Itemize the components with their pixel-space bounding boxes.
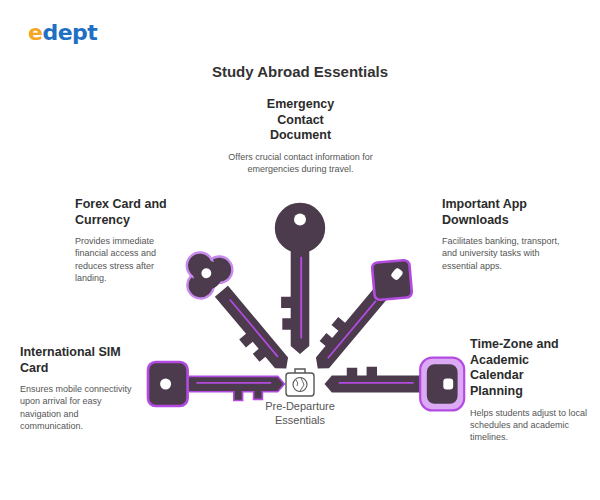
key-bow xyxy=(276,204,324,252)
item-heading: Emergency Contact Document xyxy=(257,97,345,144)
suitcase-icon xyxy=(286,369,314,396)
key-hole xyxy=(199,266,213,280)
item-description: Provides immediate financial access and … xyxy=(75,235,183,284)
suitcase-body xyxy=(286,373,314,396)
suitcase-handle xyxy=(295,369,305,373)
key-icon xyxy=(148,362,284,406)
key-groove xyxy=(339,382,414,384)
key-shaft xyxy=(209,287,291,378)
diagram-title: Study Abroad Essentials xyxy=(0,63,600,80)
key-icon xyxy=(298,243,429,385)
key-shaft xyxy=(282,245,308,353)
item-heading: International SIM Card xyxy=(20,345,145,376)
essential-item: International SIM CardEnsures mobile con… xyxy=(20,345,148,432)
globe-land xyxy=(296,378,304,391)
key-shaft xyxy=(326,368,425,392)
key-hole xyxy=(160,379,171,390)
item-heading: Forex Card and Currency xyxy=(75,197,185,228)
brand-logo: edept xyxy=(28,20,97,45)
item-heading: Time-Zone and Academic Calendar Planning xyxy=(470,337,568,400)
key-icon xyxy=(172,239,305,384)
essential-item: Time-Zone and Academic Calendar Planning… xyxy=(470,337,595,443)
essential-item: Forex Card and CurrencyProvides immediat… xyxy=(75,197,195,284)
hub-label: Pre-Departure Essentials xyxy=(255,399,345,428)
key-groove xyxy=(328,301,376,358)
item-description: Helps students adjust to local schedules… xyxy=(470,407,595,443)
key-shaft xyxy=(185,376,284,400)
globe-icon xyxy=(293,378,307,392)
hub-node: Pre-Departure Essentials xyxy=(250,368,350,428)
key-bow xyxy=(148,362,188,406)
key-bow xyxy=(420,358,464,411)
item-description: Ensures mobile connectivity upon arrival… xyxy=(20,383,140,432)
key-bow xyxy=(188,255,228,295)
item-description: Offers crucial contact information for e… xyxy=(213,151,388,175)
key-groove xyxy=(196,382,271,384)
item-description: Facilitates banking, transport, and univ… xyxy=(442,235,570,271)
key-hole xyxy=(294,214,306,226)
key-groove xyxy=(230,300,278,357)
key-bow-inner xyxy=(427,364,458,404)
key-icon xyxy=(276,204,324,353)
essential-item: Emergency Contact DocumentOffers crucial… xyxy=(213,97,388,175)
essential-item: Important App DownloadsFacilitates banki… xyxy=(442,197,582,272)
key-hole xyxy=(443,379,453,390)
key-bow xyxy=(372,260,413,301)
key-hole xyxy=(390,267,404,281)
item-heading: Important App Downloads xyxy=(442,197,562,228)
key-icon xyxy=(326,358,465,411)
key-groove xyxy=(300,257,302,339)
